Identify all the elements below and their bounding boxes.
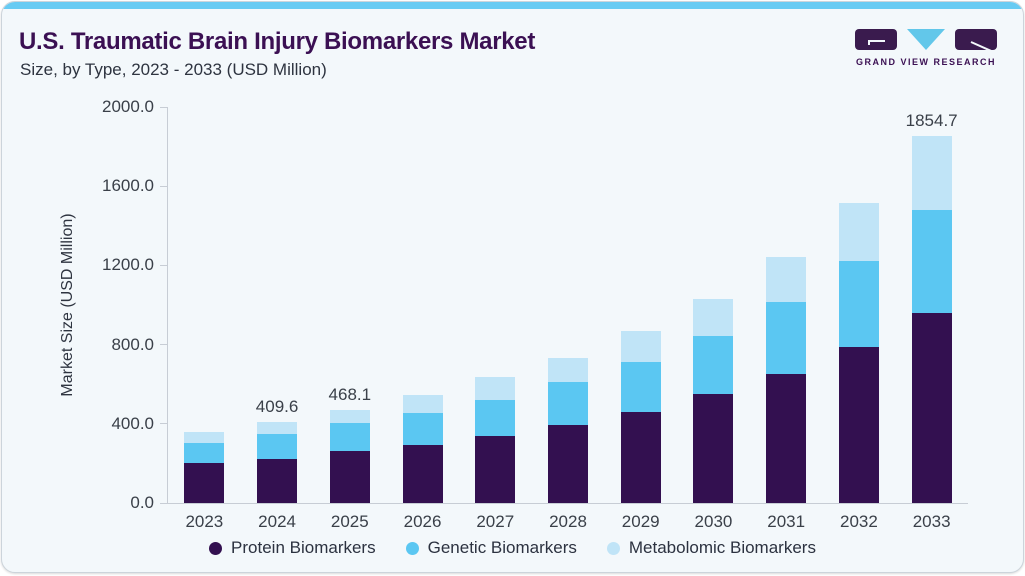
bar-segment-2029-protein <box>620 411 661 503</box>
y-axis-tick-mark <box>160 185 167 187</box>
logo-shapes <box>855 29 997 52</box>
bar-segment-2026-genetic <box>402 413 443 446</box>
x-axis-label-2024: 2024 <box>258 512 296 531</box>
bar-2024: 409.6 <box>256 397 298 503</box>
bar-2033: 1854.7 <box>906 111 958 503</box>
y-axis-tick-mark <box>160 423 167 425</box>
y-axis-tick-label: 0.0 <box>130 493 154 512</box>
logo-r-icon <box>955 29 997 52</box>
bar-segment-2026-metabolomic <box>402 395 443 414</box>
bar-segment-2031-metabolomic <box>766 257 807 303</box>
bar-segment-2024-metabolomic <box>257 421 298 435</box>
bar-2025: 468.1 <box>329 385 371 503</box>
chart-subtitle: Size, by Type, 2023 - 2033 (USD Million) <box>20 60 327 79</box>
plot-area: 0.0 400.0 800.0 1200.0 1600.0 2000.0 2023 409.6… <box>102 97 968 531</box>
y-axis-tick-mark <box>160 502 167 504</box>
data-label-2024: 409.6 <box>255 396 299 416</box>
x-axis-label-2031: 2031 <box>767 512 806 531</box>
x-axis-label-2025: 2025 <box>330 512 369 531</box>
y-axis-tick-label: 800.0 <box>111 334 154 354</box>
bar-segment-2028-protein <box>548 424 588 503</box>
bar-segment-2030-metabolomic <box>693 298 734 336</box>
logo-g-icon <box>855 29 897 50</box>
x-axis-label-2028: 2028 <box>549 512 587 531</box>
y-axis-tick-mark <box>160 264 167 266</box>
bar-segment-2027-protein <box>475 435 516 503</box>
y-axis-tick-mark <box>160 106 167 108</box>
legend-label: Metabolomic Biomarkers <box>628 538 816 557</box>
x-axis-label-2029: 2029 <box>621 512 660 531</box>
bar-2027 <box>475 377 516 503</box>
logo-text: GRAND VIEW RESEARCH <box>855 57 996 67</box>
genetic-legend-dot-icon <box>405 541 419 555</box>
bar-segment-2033-metabolomic <box>911 135 952 210</box>
bar-segment-2032-genetic <box>838 261 879 348</box>
y-axis-tick-label: 2000.0 <box>102 97 154 116</box>
y-axis-tick-label: 400.0 <box>111 413 154 433</box>
y-axis-tick-label: 1600.0 <box>102 176 154 196</box>
data-label-2025: 468.1 <box>328 385 372 405</box>
bar-segment-2027-metabolomic <box>475 377 516 400</box>
bar-2029 <box>620 331 661 503</box>
bar-segment-2025-metabolomic <box>329 410 370 424</box>
bar-2026 <box>402 395 443 503</box>
x-axis-label-2023: 2023 <box>185 512 224 531</box>
bar-2031 <box>766 257 807 503</box>
x-axis-label-2026: 2026 <box>403 512 442 531</box>
bar-segment-2028-metabolomic <box>548 357 588 383</box>
bar-segment-2031-protein <box>766 373 807 503</box>
bar-2032 <box>838 203 879 503</box>
legend-label: Protein Biomarkers <box>231 538 376 557</box>
bar-segment-2027-genetic <box>475 399 516 436</box>
x-axis-label-2033: 2033 <box>912 512 951 531</box>
protein-legend-dot-icon <box>209 541 223 555</box>
bar-segment-2024-protein <box>257 458 298 503</box>
x-axis-label-2030: 2030 <box>694 512 733 531</box>
logo-v-triangle-icon <box>907 29 945 50</box>
bar-2028 <box>548 357 588 503</box>
legend-item-genetic: Genetic Biomarkers <box>405 538 577 558</box>
legend-item-protein: Protein Biomarkers <box>209 538 376 558</box>
bar-segment-2033-genetic <box>911 209 952 314</box>
legend-label: Genetic Biomarkers <box>427 538 577 557</box>
chart-legend: Protein Biomarkers Genetic Biomarkers Me… <box>2 538 1023 558</box>
bar-segment-2030-protein <box>693 394 734 503</box>
bar-segment-2025-genetic <box>329 423 370 451</box>
bar-segment-2023-protein <box>184 462 225 503</box>
bar-segment-2031-genetic <box>766 302 807 374</box>
bar-segment-2028-genetic <box>548 382 588 425</box>
x-axis-label-2027: 2027 <box>476 512 515 531</box>
chart-title: U.S. Traumatic Brain Injury Biomarkers M… <box>19 28 536 55</box>
bar-segment-2023-metabolomic <box>184 432 225 443</box>
y-axis-tick-mark <box>160 344 167 346</box>
bar-segment-2030-genetic <box>693 335 734 395</box>
bar-segment-2026-protein <box>402 445 443 503</box>
bar-segment-2032-protein <box>838 347 879 503</box>
legend-item-metabolomic: Metabolomic Biomarkers <box>606 538 816 558</box>
bar-segment-2032-metabolomic <box>838 203 879 262</box>
bar-2023 <box>184 432 225 503</box>
bar-segment-2023-genetic <box>184 442 225 463</box>
bar-segment-2029-metabolomic <box>620 331 661 363</box>
bar-2030 <box>693 298 734 503</box>
x-axis-label-2032: 2032 <box>839 512 878 531</box>
y-axis-title: Market Size (USD Million) <box>59 213 76 397</box>
grand-view-research-logo: GRAND VIEW RESEARCH <box>855 29 997 67</box>
top-accent-bar <box>2 2 1023 9</box>
y-axis-tick-label: 1200.0 <box>102 255 154 275</box>
bar-segment-2025-protein <box>329 450 370 503</box>
bar-segment-2033-protein <box>911 313 952 503</box>
metabolomic-legend-dot-icon <box>606 541 620 555</box>
bar-segment-2029-genetic <box>620 362 661 412</box>
data-label-2033: 1854.7 <box>905 110 958 130</box>
bar-segment-2024-genetic <box>257 434 298 459</box>
